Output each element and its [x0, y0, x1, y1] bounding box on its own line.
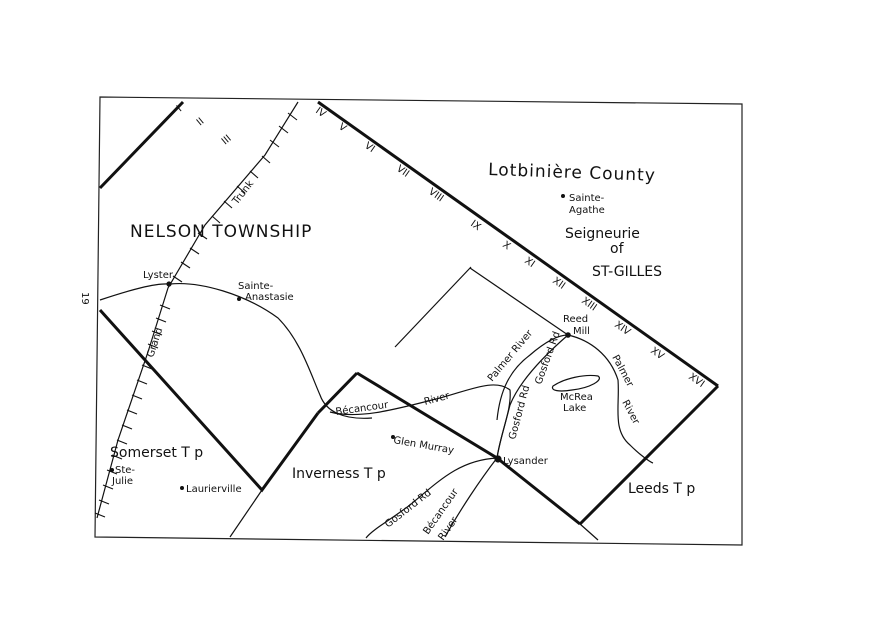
range-line-to-reed-mill — [469, 267, 569, 336]
inverness-notch-boundary — [316, 371, 359, 415]
range-ii: II — [195, 116, 207, 128]
lyster-label: Lyster — [143, 270, 174, 281]
sainte-anastasie-label-2: Anastasie — [245, 292, 294, 303]
road-lyster-river — [99, 282, 373, 419]
nelson-township-label: NELSON TOWNSHIP — [130, 222, 312, 242]
lyster-dot — [166, 281, 172, 287]
glen-murray-dot — [391, 435, 395, 439]
somerset-label: Somerset T p — [110, 445, 203, 461]
mcrea-lake-shape — [551, 374, 600, 392]
inverness-leeds-boundary — [356, 371, 581, 526]
gosford-road-lower — [365, 457, 498, 539]
range-x: X — [500, 239, 512, 252]
seigneurie-label: Seigneurie — [565, 226, 640, 242]
laurierville-dot — [180, 486, 184, 490]
map-frame — [94, 96, 743, 546]
sainte-agathe-label-2: Agathe — [569, 205, 605, 216]
margin-number: 19 — [79, 292, 90, 305]
sainte-agathe-label-1: Sainte- — [569, 193, 605, 204]
becancour-river-upper — [329, 384, 511, 459]
river-upper-label: River — [423, 390, 452, 408]
reed-mill-label-1: Reed — [563, 314, 588, 325]
st-gilles-label: ST-GILLES — [592, 264, 662, 280]
glen-murray-label: Glen Murray — [392, 435, 454, 456]
palmer-river — [496, 334, 654, 464]
sainte-anastasie-label-1: Sainte- — [238, 281, 274, 292]
gosford-rd-upper-label: Gosford Rd — [533, 330, 562, 386]
range-ix: IX — [468, 218, 482, 233]
laurierville-label: Laurierville — [186, 484, 242, 495]
mcrea-lake-label-2: Lake — [563, 403, 586, 414]
reed-mill-label-2: Mill — [573, 326, 590, 337]
reed-mill-dot — [565, 332, 571, 338]
inverness-label: Inverness T p — [292, 466, 386, 482]
palmer-label-2: River — [619, 398, 641, 427]
ste-julie-dot — [110, 468, 114, 472]
leeds-east-boundary — [578, 384, 720, 526]
trunk-label: Trunk — [230, 178, 256, 207]
ste-julie-label-2: Julie — [111, 476, 133, 487]
ste-julie-label-1: Ste- — [115, 465, 135, 476]
becancour-river-lower — [444, 457, 498, 538]
range-v: V — [336, 121, 348, 134]
lysander-label: Lysander — [503, 456, 549, 467]
lotbiniere-boundary — [317, 100, 719, 388]
seigneurie-of-label: of — [610, 241, 625, 257]
sainte-anastasie-dot — [237, 297, 241, 301]
town-dots — [110, 194, 571, 490]
range-i: I — [175, 104, 184, 114]
lysander-dot — [494, 455, 502, 463]
palmer-label-1: Palmer — [609, 353, 635, 389]
becancour-river-upper-label: Bécancour — [335, 399, 390, 418]
range-iii: III — [220, 133, 234, 147]
gosford-rd-mid-label: Gosford Rd — [507, 384, 532, 440]
sainte-agathe-dot — [561, 194, 565, 198]
range-xi: XI — [522, 255, 536, 270]
leeds-south-line — [579, 523, 599, 541]
northwest-boundary — [98, 100, 185, 190]
county-label: Lotbinière County — [488, 160, 656, 186]
mcrea-lake-label-1: McRea — [560, 392, 593, 403]
railway-ties — [94, 112, 298, 518]
leeds-label: Leeds T p — [628, 481, 695, 497]
somerset-boundary — [98, 308, 320, 493]
grand-label: Grand — [145, 326, 165, 359]
inverness-west-line — [229, 489, 263, 538]
ne-range-line — [394, 266, 472, 348]
